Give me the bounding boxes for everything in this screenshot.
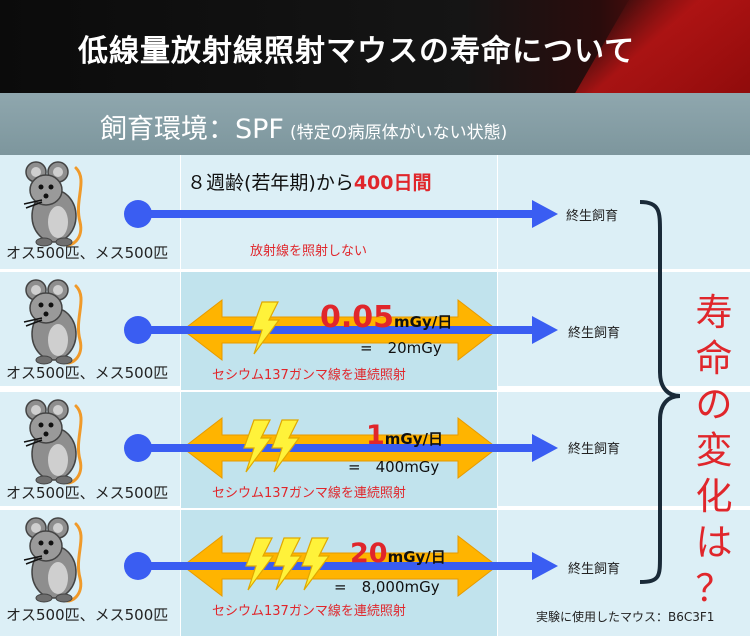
end-label: 終生飼育 bbox=[566, 209, 619, 224]
dose-unit: mGy/日 bbox=[394, 313, 453, 331]
dose-value: 1 bbox=[366, 420, 385, 451]
period-label: ８週齢(若年期)から400日間 bbox=[187, 168, 432, 195]
dose-unit: mGy/日 bbox=[384, 430, 443, 448]
timeline-arrowhead bbox=[532, 316, 558, 344]
environment-text: 飼育環境：SPF bbox=[100, 114, 284, 145]
environment-label: 飼育環境：SPF(特定の病原体がいない状態) bbox=[100, 107, 507, 146]
no-irradiation-label: 放射線を照射しない bbox=[250, 244, 368, 259]
conclusion-bracket bbox=[639, 200, 681, 584]
conclusion-char: ？ bbox=[695, 567, 733, 610]
title-banner: 低線量放射線照射マウスの寿命について bbox=[0, 0, 750, 93]
dose-unit: mGy/日 bbox=[387, 548, 446, 566]
dose-total-low: = 20mGy bbox=[360, 339, 442, 357]
timeline-arrowhead bbox=[532, 434, 558, 462]
timeline-arrowhead bbox=[532, 552, 558, 580]
row-divider bbox=[0, 390, 660, 392]
conclusion-char: 化 bbox=[695, 475, 733, 518]
group-control bbox=[22, 160, 558, 248]
environment-note: (特定の病原体がいない状態) bbox=[289, 123, 508, 143]
environment-bar: 飼育環境：SPF(特定の病原体がいない状態) bbox=[0, 93, 750, 155]
period-prefix: ８週齢(若年期)から bbox=[187, 172, 354, 194]
group-mid bbox=[22, 398, 558, 486]
timeline-shaft bbox=[138, 444, 538, 452]
start-point bbox=[124, 434, 152, 462]
conclusion-char: は bbox=[695, 521, 733, 564]
conclusion-char: 命 bbox=[695, 337, 733, 380]
row-divider bbox=[0, 270, 660, 272]
grid-line bbox=[180, 155, 181, 636]
timeline-shaft bbox=[138, 562, 538, 570]
irradiation-label: セシウム137ガンマ線を連続照射 bbox=[212, 604, 406, 619]
period-highlight: 400日間 bbox=[353, 172, 432, 194]
conclusion-char: 変 bbox=[695, 429, 733, 472]
group-low bbox=[22, 278, 558, 366]
start-point bbox=[124, 316, 152, 344]
strain-note: 実験に使用したマウス：B6C3F1 bbox=[536, 610, 715, 624]
dose-value: 0.05 bbox=[320, 300, 395, 335]
dose-rate-mid: 1mGy/日 bbox=[366, 420, 443, 451]
dose-rate-low: 0.05mGy/日 bbox=[320, 300, 452, 335]
conclusion-char: 寿 bbox=[695, 291, 733, 334]
end-label: 終生飼育 bbox=[568, 442, 621, 457]
timeline-shaft bbox=[138, 210, 538, 218]
mouse-icon bbox=[22, 516, 83, 604]
timeline-arrowhead bbox=[532, 200, 558, 228]
mouse-count-label: オス500匹、メス500匹 bbox=[6, 484, 169, 502]
mouse-count-label: オス500匹、メス500匹 bbox=[6, 364, 169, 382]
conclusion-text: 寿 命 の 変 化 は ？ bbox=[684, 290, 744, 612]
row-divider bbox=[0, 508, 660, 510]
end-label: 終生飼育 bbox=[568, 562, 621, 577]
irradiation-label: セシウム137ガンマ線を連続照射 bbox=[212, 486, 406, 501]
grid-line bbox=[497, 155, 498, 636]
mouse-icon bbox=[22, 278, 83, 366]
mouse-icon bbox=[22, 160, 83, 248]
page-title: 低線量放射線照射マウスの寿命について bbox=[78, 34, 636, 69]
dose-value: 20 bbox=[350, 538, 388, 569]
mouse-count-label: オス500匹、メス500匹 bbox=[6, 606, 169, 624]
end-label: 終生飼育 bbox=[568, 326, 621, 341]
conclusion-char: の bbox=[695, 383, 733, 426]
dose-total-mid: = 400mGy bbox=[348, 458, 440, 476]
group-high bbox=[22, 516, 558, 604]
timeline-shaft bbox=[138, 326, 538, 334]
dose-total-high: = 8,000mGy bbox=[334, 578, 440, 596]
start-point bbox=[124, 200, 152, 228]
mouse-count-label: オス500匹、メス500匹 bbox=[6, 244, 169, 262]
irradiation-label: セシウム137ガンマ線を連続照射 bbox=[212, 368, 406, 383]
dose-rate-high: 20mGy/日 bbox=[350, 538, 446, 569]
start-point bbox=[124, 552, 152, 580]
mouse-icon bbox=[22, 398, 83, 486]
